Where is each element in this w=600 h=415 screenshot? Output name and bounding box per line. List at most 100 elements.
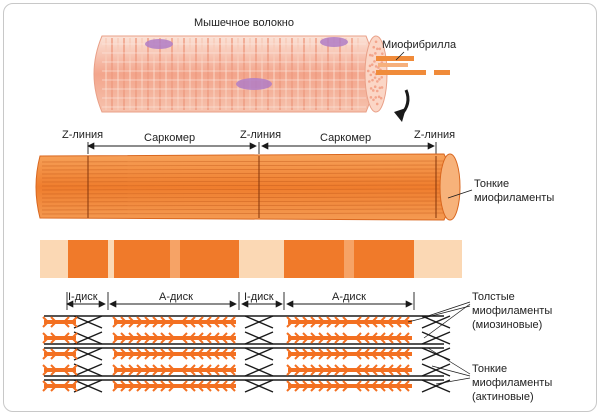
- myosin-head: [136, 364, 143, 371]
- myosin-head: [286, 348, 293, 355]
- label-thin-actin-3: (актиновые): [472, 391, 534, 403]
- myosin-head: [128, 321, 135, 328]
- myosin-head: [326, 321, 333, 328]
- myosin-head: [294, 321, 301, 328]
- myosin-head: [403, 369, 410, 376]
- fiber-dot: [380, 86, 384, 89]
- fiber-dot: [372, 98, 375, 102]
- myosin-head: [63, 380, 70, 387]
- myosin-head: [168, 316, 175, 323]
- fiber-dot: [369, 87, 373, 90]
- myosin-head: [403, 337, 410, 344]
- myosin-head: [294, 348, 301, 355]
- band-light: [414, 240, 462, 278]
- label-z-line-3: Z-линия: [414, 129, 455, 141]
- myosin-head: [136, 321, 143, 328]
- myosin-head: [334, 321, 341, 328]
- myosin-head: [379, 380, 386, 387]
- myofibril-filament: [41, 208, 445, 211]
- myosin-head: [205, 316, 212, 323]
- myosin-head: [371, 332, 378, 339]
- myosin-head: [286, 316, 293, 323]
- myosin-head: [63, 337, 70, 344]
- myosin-head: [144, 369, 151, 376]
- myosin-head: [112, 380, 119, 387]
- myosin-head: [302, 369, 309, 376]
- z-disc-zigzag: [434, 347, 451, 361]
- band-mid: [344, 240, 354, 278]
- label-sarcomere-1: Саркомер: [144, 132, 195, 144]
- myosin-head: [221, 353, 228, 360]
- myosin-head: [371, 337, 378, 344]
- myosin-head: [136, 353, 143, 360]
- myosin-head: [144, 316, 151, 323]
- myosin-head: [205, 353, 212, 360]
- myosin-head: [326, 364, 333, 371]
- myosin-head: [120, 321, 127, 328]
- myosin-head: [63, 321, 70, 328]
- myosin-head: [355, 385, 362, 392]
- myosin-head: [168, 385, 175, 392]
- myosin-head: [120, 385, 127, 392]
- myosin-head: [310, 385, 317, 392]
- filament-labels: Толстые миофиламенты (миозиновые) Тонкие…: [407, 291, 552, 403]
- myosin-head: [63, 332, 70, 339]
- fiber-dot: [366, 69, 370, 73]
- myosin-head: [342, 369, 349, 376]
- myosin-head: [136, 385, 143, 392]
- myosin-head: [310, 348, 317, 355]
- myofibril-strand-1: [376, 56, 414, 61]
- myosin-head: [310, 364, 317, 371]
- myofibril-filament: [41, 200, 445, 203]
- myosin-head: [229, 353, 236, 360]
- myosin-head: [355, 364, 362, 371]
- band-dark: [68, 240, 108, 278]
- myosin-head: [334, 316, 341, 323]
- myosin-head: [181, 316, 188, 323]
- fiber-dot: [368, 64, 372, 68]
- myosin-head: [152, 321, 159, 328]
- myosin-head: [205, 369, 212, 376]
- myosin-head: [42, 369, 49, 376]
- z-disc-zigzag: [86, 347, 103, 361]
- myosin-head: [168, 321, 175, 328]
- myosin-head: [160, 332, 167, 339]
- myosin-head: [310, 353, 317, 360]
- thin-leader-line: [447, 189, 473, 199]
- myosin-head: [189, 369, 196, 376]
- myosin-head: [71, 364, 78, 371]
- myosin-head: [229, 332, 236, 339]
- myosin-head: [112, 369, 119, 376]
- myosin-head: [128, 316, 135, 323]
- myosin-head: [318, 348, 325, 355]
- myosin-head: [221, 385, 228, 392]
- myosin-head: [355, 353, 362, 360]
- myosin-head: [387, 332, 394, 339]
- myosin-head: [160, 321, 167, 328]
- myosin-head: [326, 353, 333, 360]
- myosin-head: [144, 332, 151, 339]
- myosin-head: [189, 316, 196, 323]
- z-disc-zigzag: [421, 347, 438, 361]
- myosin-head: [197, 369, 204, 376]
- myosin-head: [144, 337, 151, 344]
- thick-leader-2: [423, 303, 471, 339]
- myosin-head: [363, 332, 370, 339]
- myosin-head: [403, 348, 410, 355]
- myosin-head: [302, 316, 309, 323]
- band-light: [239, 240, 284, 278]
- thick-leader-1: [421, 301, 471, 319]
- fiber-striations: [102, 38, 366, 110]
- fiber-dot: [376, 47, 379, 51]
- myosin-head: [334, 364, 341, 371]
- myosin-head: [152, 337, 159, 344]
- myosin-head: [318, 369, 325, 376]
- myosin-head: [144, 348, 151, 355]
- myosin-head: [120, 369, 127, 376]
- myosin-head: [136, 316, 143, 323]
- label-i-disc-1: I-диск: [68, 291, 98, 303]
- myosin-head: [371, 364, 378, 371]
- myosin-head: [152, 369, 159, 376]
- fiber-dot: [368, 53, 372, 57]
- label-thick-2: миофиламенты: [472, 305, 552, 317]
